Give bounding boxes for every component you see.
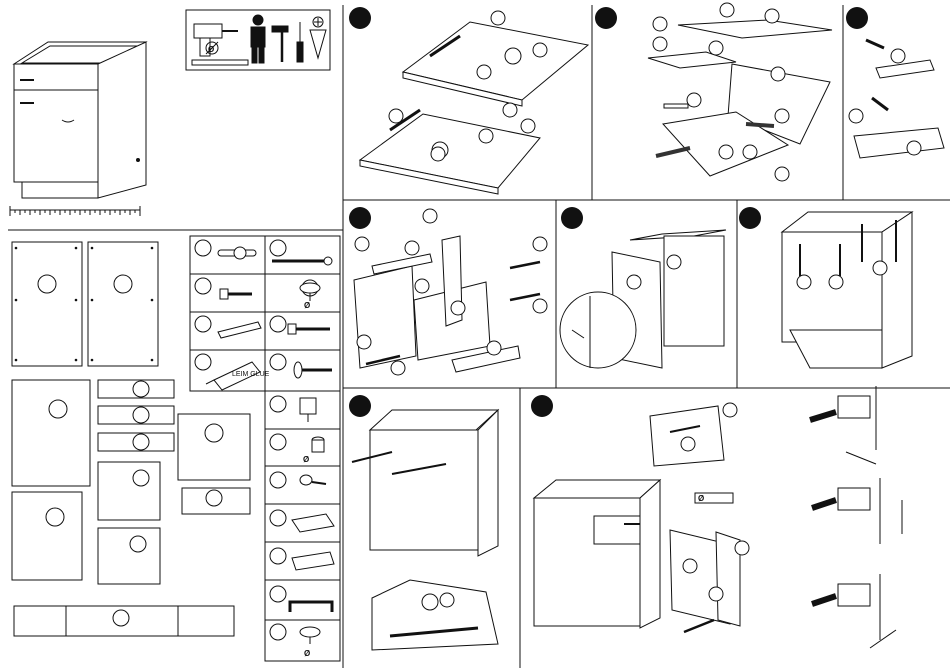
callout-bubble — [829, 275, 843, 289]
callout-bubble — [735, 541, 749, 555]
part-bubble — [195, 316, 211, 332]
part-bubble — [270, 434, 286, 450]
callout-bubble — [797, 275, 811, 289]
callout-bubble — [491, 11, 505, 25]
callout-bubble — [487, 341, 501, 355]
callout-bubble — [687, 93, 701, 107]
callout-bubble — [891, 49, 905, 63]
part-bubble — [270, 586, 286, 602]
part-bubble — [270, 624, 286, 640]
step8-diameter-label: Ø — [698, 494, 704, 503]
callout-bubble — [765, 9, 779, 23]
step-2-illustration — [648, 20, 832, 176]
bumper-diameter-label: Ø — [304, 649, 310, 658]
step-3-marker — [846, 7, 868, 29]
step-7-illustration — [352, 410, 498, 650]
step-6-marker — [739, 207, 761, 229]
dowel-insert-icon — [312, 437, 324, 452]
callout-bubble — [391, 361, 405, 375]
callout-bubble — [775, 109, 789, 123]
step-7-marker — [349, 395, 371, 417]
part-bubble — [270, 510, 286, 526]
callout-bubble — [357, 335, 371, 349]
callout-bubble — [719, 145, 733, 159]
part-bubble — [270, 472, 286, 488]
callout-bubble — [479, 129, 493, 143]
step-6-illustration — [782, 212, 912, 368]
hole-mark — [75, 247, 78, 250]
hole-mark — [91, 359, 94, 362]
step-5-marker — [561, 207, 583, 229]
step-2-marker — [595, 7, 617, 29]
part-bubble — [195, 240, 211, 256]
hole-mark — [15, 359, 18, 362]
step-1-marker — [349, 7, 371, 29]
hole-mark — [91, 299, 94, 302]
callout-bubble — [873, 261, 887, 275]
callout-bubble — [720, 3, 734, 17]
part-bubble — [195, 278, 211, 294]
callout-bubble — [709, 41, 723, 55]
tools-box — [186, 10, 330, 70]
hole-mark — [151, 247, 154, 250]
shelf-pin-diameter-label: Ø — [304, 301, 310, 310]
callout-bubble — [451, 301, 465, 315]
callout-bubble — [627, 275, 641, 289]
callout-bubble — [415, 279, 429, 293]
part-bubble — [270, 396, 286, 412]
step-8-marker — [531, 395, 553, 417]
callout-bubble — [389, 109, 403, 123]
callout-bubble — [683, 559, 697, 573]
callout-bubble — [771, 67, 785, 81]
glue-label: LEIM GLUE — [232, 371, 270, 378]
part-bubble — [195, 354, 211, 370]
hole-mark — [91, 247, 94, 250]
callout-bubble — [503, 103, 517, 117]
callout-bubble — [355, 237, 369, 251]
callout-bubble — [405, 241, 419, 255]
part-bubble — [270, 354, 286, 370]
callout-bubble — [533, 237, 547, 251]
hole-mark — [15, 299, 18, 302]
callout-bubble — [533, 299, 547, 313]
hole-mark — [75, 359, 78, 362]
callout-bubble — [775, 167, 789, 181]
callout-bubble — [477, 65, 491, 79]
callout-bubble — [743, 145, 757, 159]
step-4-marker — [349, 207, 371, 229]
step-1-illustration — [360, 22, 588, 194]
hole-mark — [15, 247, 18, 250]
ruler-ticks — [10, 210, 140, 215]
hinge-adjust-side-icon — [810, 386, 876, 464]
callout-bubble — [723, 403, 737, 417]
part-bubble — [270, 240, 286, 256]
hole-mark — [151, 299, 154, 302]
callout-bubble — [849, 109, 863, 123]
hinge-adjust-height-icon — [812, 478, 902, 544]
callout-bubble — [440, 593, 454, 607]
callout-bubble — [653, 37, 667, 51]
callout-bubble — [653, 17, 667, 31]
drill-bit-icon — [192, 60, 248, 65]
step-4-illustration — [354, 236, 540, 372]
callout-bubble — [431, 147, 445, 161]
cabinet-overview — [14, 42, 146, 198]
step-5-illustration — [560, 230, 726, 368]
drill-diameter-label: Ø — [208, 45, 214, 54]
part-bubble — [270, 548, 286, 564]
callout-bubble — [681, 437, 695, 451]
hinge-adjust-depth-icon — [812, 574, 896, 648]
callout-bubble — [667, 255, 681, 269]
hole-mark — [151, 359, 154, 362]
dowel-diameter-label: Ø — [303, 455, 309, 464]
hole-mark — [75, 299, 78, 302]
callout-bubble — [423, 209, 437, 223]
part-bubble — [270, 316, 286, 332]
callout-bubble — [533, 43, 547, 57]
step-8-illustration — [534, 386, 902, 648]
callout-bubble — [521, 119, 535, 133]
callout-bubble — [709, 587, 723, 601]
callout-bubble — [907, 141, 921, 155]
